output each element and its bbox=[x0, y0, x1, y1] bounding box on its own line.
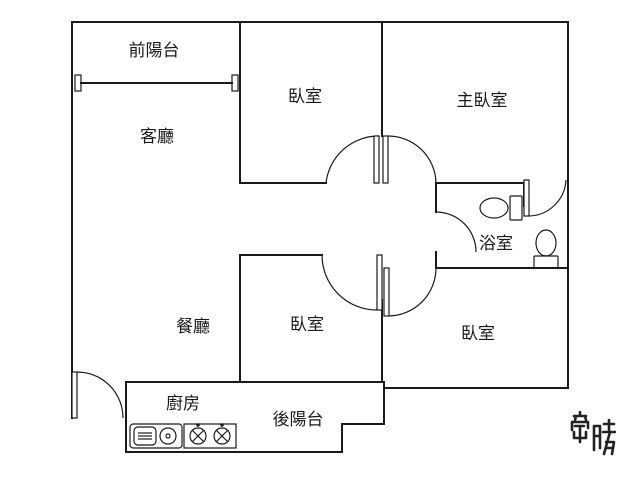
door-master-bath bbox=[523, 179, 567, 217]
door-right-bedroom bbox=[383, 267, 437, 317]
door-entrance bbox=[71, 371, 127, 419]
room-labels: 前陽台 客廳 臥室 主臥室 浴室 餐廳 臥室 臥室 廚房 後陽台 bbox=[129, 41, 514, 430]
door-master-bedroom bbox=[382, 135, 437, 184]
front-balcony-label: 前陽台 bbox=[129, 41, 180, 61]
toilet-icon bbox=[479, 195, 523, 221]
living-room-label: 客廳 bbox=[140, 127, 174, 147]
bedroom-top-label: 臥室 bbox=[288, 87, 322, 107]
dining-room-label: 餐廳 bbox=[176, 317, 210, 337]
walls bbox=[71, 21, 569, 453]
toilet-icon bbox=[533, 229, 559, 269]
master-bedroom-label: 主臥室 bbox=[457, 91, 508, 111]
bathroom-label: 浴室 bbox=[479, 234, 513, 254]
door-middle-bedroom bbox=[321, 254, 383, 311]
logo-watermark bbox=[570, 410, 616, 456]
balcony-sliding-door bbox=[74, 74, 239, 92]
rear-balcony-label: 後陽台 bbox=[273, 410, 324, 430]
bedroom-right-label: 臥室 bbox=[461, 324, 495, 344]
stove-icon bbox=[183, 423, 237, 449]
bedroom-middle-label: 臥室 bbox=[290, 315, 324, 335]
kitchen-label: 廚房 bbox=[166, 393, 200, 414]
sink-icon bbox=[129, 423, 183, 449]
door-top-bedroom bbox=[325, 135, 380, 184]
door-bathroom bbox=[435, 211, 477, 253]
